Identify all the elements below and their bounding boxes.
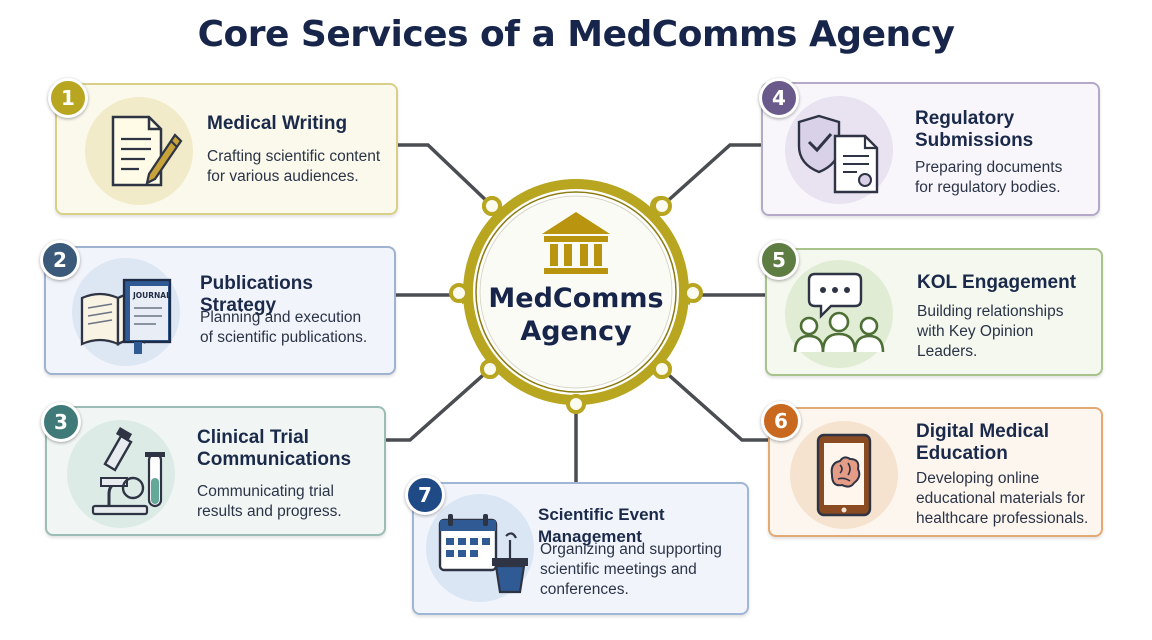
- service-title: Scientific Event Management: [538, 505, 665, 546]
- service-number-badge: 7: [405, 475, 445, 515]
- service-number-badge: 3: [41, 402, 81, 442]
- calendar-podium-icon: [426, 494, 534, 602]
- service-card-publications-strategy: JOURNAL Publications Strategy Planning a…: [44, 246, 396, 375]
- service-number-badge: 2: [40, 240, 80, 280]
- service-number-badge: 5: [759, 240, 799, 280]
- service-title: KOL Engagement: [917, 272, 1077, 293]
- journal-label: JOURNAL: [132, 291, 171, 300]
- page-title: Core Services of a MedComms Agency: [197, 14, 955, 55]
- service-title: Publications Strategy: [200, 273, 313, 316]
- tablet-brain-icon: [790, 421, 898, 529]
- speech-bubble-people-icon: [785, 260, 893, 368]
- microscope-test-tube-icon: [67, 420, 175, 528]
- agency-hub: [462, 179, 690, 406]
- book-journal-icon: JOURNAL: [72, 258, 180, 366]
- document-pen-icon: [85, 97, 193, 205]
- service-number-badge: 4: [759, 78, 799, 118]
- service-card-scientific-event-management: Scientific Event Management Organizing a…: [412, 482, 749, 615]
- service-number-badge: 1: [48, 78, 88, 118]
- shield-document-icon: [785, 96, 893, 204]
- service-title: Medical Writing: [207, 113, 348, 134]
- service-card-medical-writing: Medical Writing Crafting scientific cont…: [55, 83, 398, 215]
- building-columns-icon: [542, 212, 610, 274]
- service-number-badge: 6: [761, 401, 801, 441]
